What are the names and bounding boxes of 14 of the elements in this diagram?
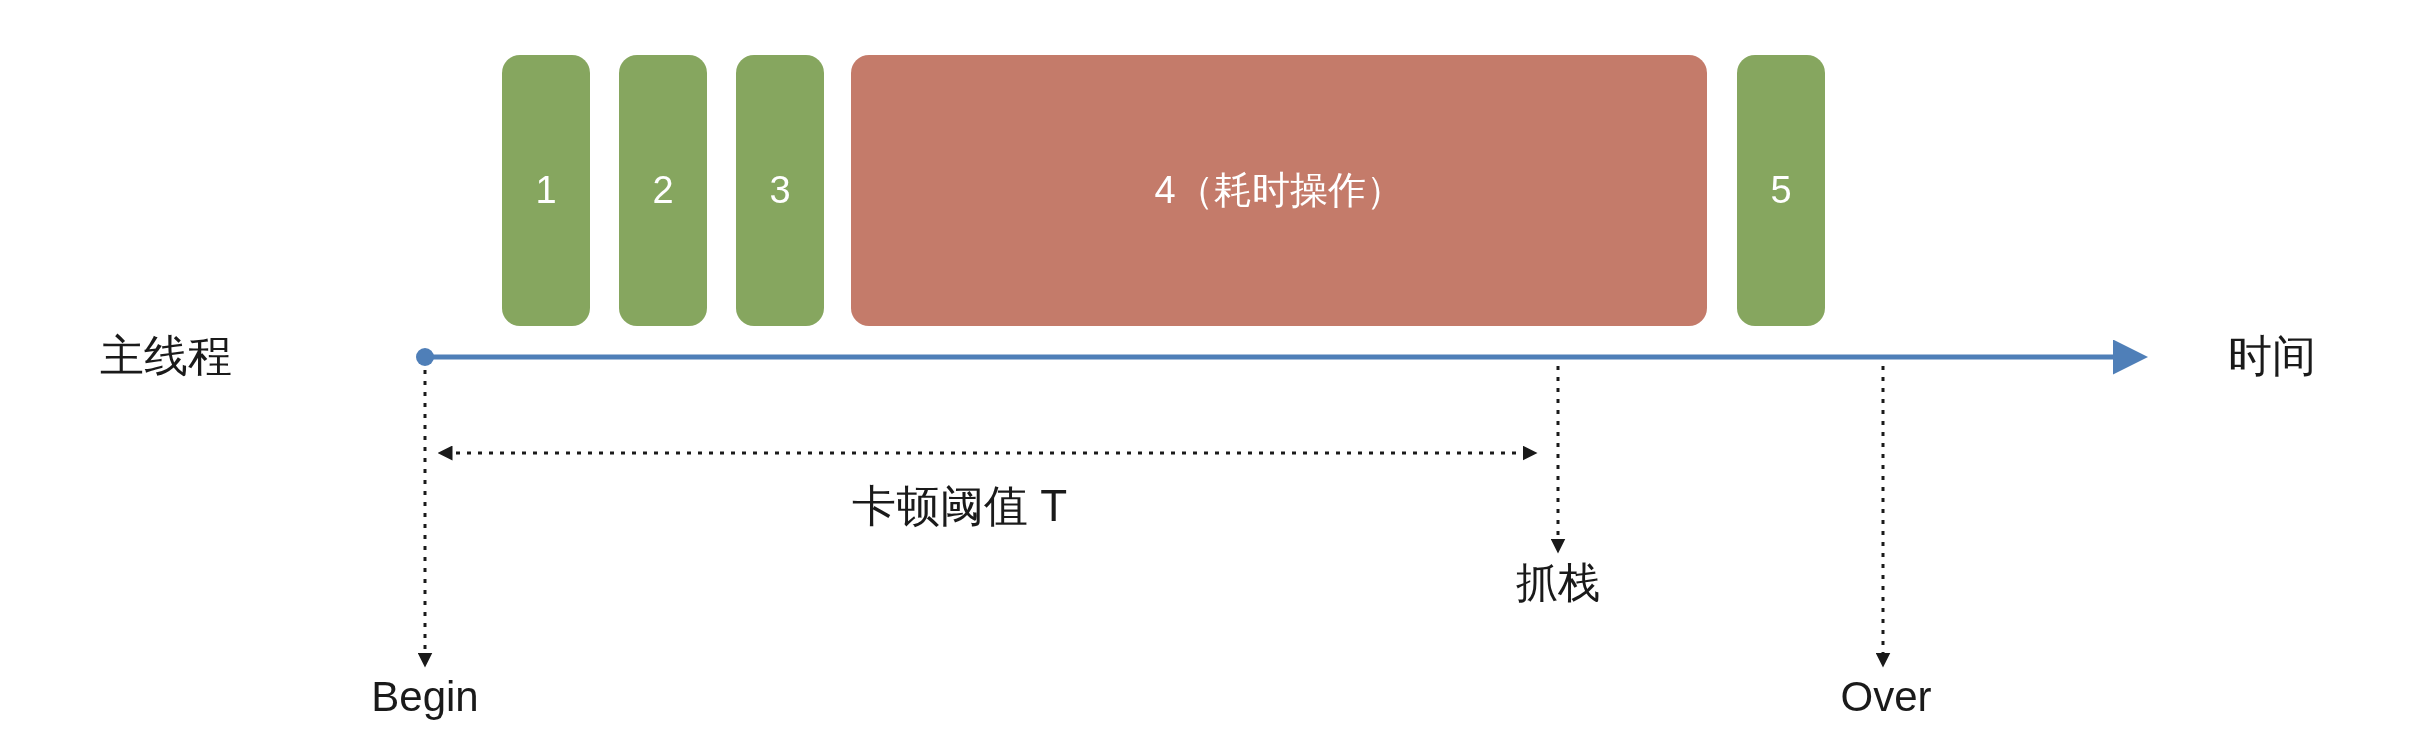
task-block: 5 xyxy=(1737,55,1825,326)
axis-label: 时间 xyxy=(2228,330,2316,382)
slow-task-block: 4（耗时操作） xyxy=(851,55,1707,326)
dotted-arrow xyxy=(1550,366,1566,554)
axis-label: 主线程 xyxy=(100,330,232,382)
threshold-label: 卡顿阈值 T xyxy=(852,480,1068,532)
task-block: 3 xyxy=(736,55,824,326)
dotted-arrow xyxy=(417,370,433,668)
dotted-arrow xyxy=(1875,366,1891,668)
event-label: 抓栈 xyxy=(1516,558,1600,608)
task-block: 2 xyxy=(619,55,707,326)
event-label: Over xyxy=(1840,672,1932,722)
event-label: Begin xyxy=(371,672,479,722)
task-block: 1 xyxy=(502,55,590,326)
